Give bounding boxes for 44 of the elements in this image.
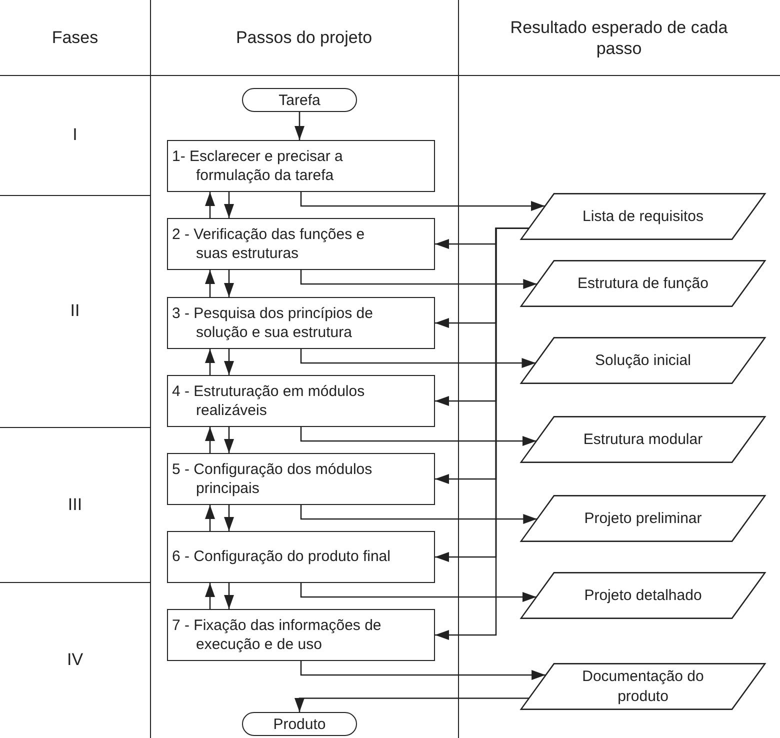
arrow [224, 349, 234, 375]
arrow [300, 505, 538, 524]
process-box: 2 - Verificação das funções e suas estruturas [167, 218, 435, 270]
arrow [300, 427, 536, 446]
arrow [205, 192, 215, 218]
arrow [300, 349, 536, 368]
column-header: Fases [52, 26, 98, 48]
arrow [224, 270, 234, 297]
output-parallelogram: Projeto preliminar [521, 495, 765, 542]
phase-label: IV [66, 649, 84, 671]
output-parallelogram: Lista de requisitos [521, 193, 765, 240]
phase-label: III [68, 494, 82, 516]
output-parallelogram: Estrutura de função [521, 260, 765, 307]
arrow [205, 270, 215, 297]
output-parallelogram: Estrutura modular [521, 416, 765, 463]
process-box: 1- Esclarecer e precisar a formulação da tarefa [167, 140, 435, 192]
output-parallelogram: Documentação do produto [521, 663, 765, 710]
arrow [205, 583, 215, 609]
arrow [224, 192, 234, 218]
terminal-box: Produto [242, 712, 357, 736]
process-box: 3 - Pesquisa dos princípios de solução e sua estrutura [167, 297, 435, 349]
process-box: 6 - Configuração do produto final [167, 531, 435, 583]
arrow [224, 583, 234, 609]
terminal-box: Tarefa [242, 88, 357, 112]
arrow [224, 427, 234, 453]
process-box: 4 - Estruturação em módulos realizáveis [167, 375, 435, 427]
process-box: 7 - Fixação das informações de execução e de uso [167, 609, 435, 661]
arrow [294, 698, 530, 712]
column-header: Passos do projeto [236, 26, 372, 48]
output-parallelogram: Projeto detalhado [521, 572, 765, 619]
arrow [294, 112, 304, 140]
arrow [300, 192, 545, 211]
arrow [205, 427, 215, 453]
process-box: 5 - Configuração dos módulos principais [167, 453, 435, 505]
arrow [300, 583, 536, 602]
phase-label: I [72, 124, 78, 146]
arrow [300, 661, 546, 680]
arrow [224, 505, 234, 531]
column-header: Resultado esperado de cada passo [509, 16, 729, 60]
arrow [205, 349, 215, 375]
arrow [300, 270, 538, 289]
phase-label: II [70, 300, 80, 322]
arrow [205, 505, 215, 531]
output-parallelogram: Solução inicial [521, 337, 765, 384]
